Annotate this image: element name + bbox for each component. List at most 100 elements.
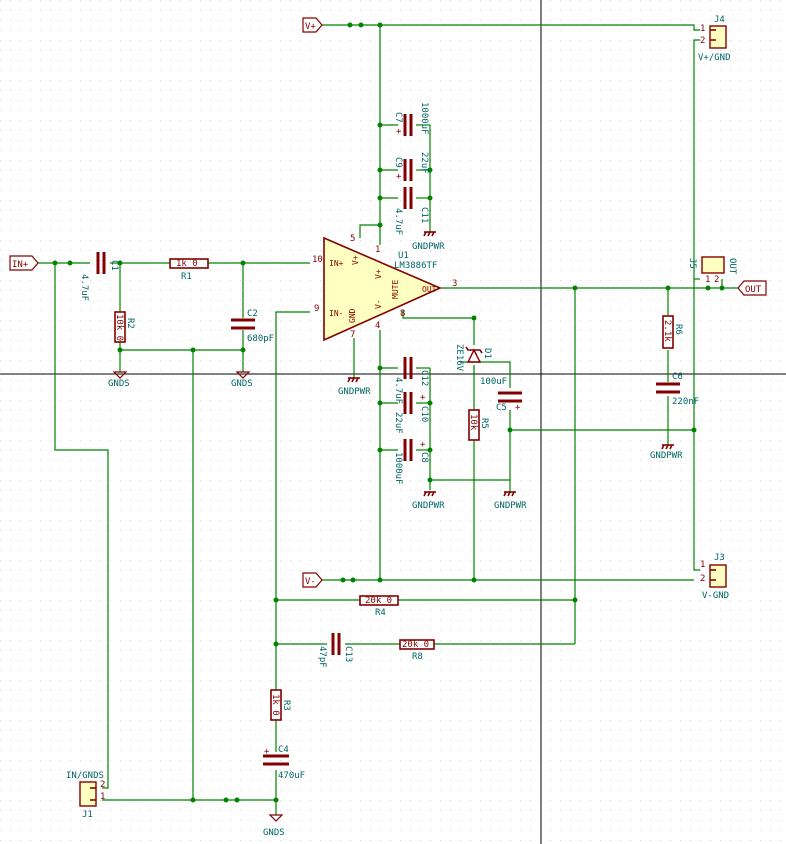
c6-value: 220nF	[672, 397, 699, 407]
capacitor-c1[interactable]: C1 4.7uF	[79, 252, 119, 301]
junction-dots	[52, 22, 725, 803]
connector-j1[interactable]: IN/GNDS J1 2 1	[66, 771, 105, 820]
j4-pin2: 2	[700, 36, 705, 46]
pin-num-5: 5	[350, 234, 355, 244]
r8-ref: R8	[412, 652, 423, 662]
c7-value: 1000uF	[419, 102, 429, 135]
c10-value: 22uF	[393, 412, 403, 434]
port-vminus[interactable]: V-	[302, 572, 323, 588]
j5-ref: J5	[687, 258, 697, 269]
gnds-symbol-c2: GNDS	[231, 371, 253, 389]
gndpwr-label-top: GNDPWR	[412, 242, 445, 252]
pin-num-8: 8	[400, 309, 405, 319]
resistor-r5[interactable]: 10k R5	[468, 409, 489, 441]
r1-ref: R1	[181, 272, 192, 282]
pin-label-vmr: V-	[374, 299, 383, 309]
resistor-r1[interactable]: 1k_0 R1	[169, 258, 209, 282]
c11-ref: C11	[419, 207, 429, 223]
c11-value: 4.7uF	[393, 208, 403, 235]
j3-value: V-GND	[702, 591, 729, 601]
c4-ref: C4	[278, 745, 289, 755]
gnds-label-r2: GNDS	[108, 379, 130, 389]
j5-value: OUT	[727, 258, 737, 275]
resistor-r3[interactable]: 1k_0 R3	[270, 689, 291, 721]
gndpwr-label-c6: GNDPWR	[650, 451, 683, 461]
r5-ref: R5	[479, 418, 489, 429]
opamp-u1[interactable]: IN+ IN- V+ V+ V- GND MUTE OUT U1 LM3886T…	[312, 234, 457, 342]
gndpwr-label-c8: GNDPWR	[412, 501, 445, 511]
j5-pin1: 1	[705, 275, 710, 285]
j4-ref: J4	[714, 15, 725, 25]
port-vplus[interactable]: V+	[302, 17, 323, 33]
r2-ref: R2	[125, 318, 135, 329]
connector-j5[interactable]: J5 OUT 1 2	[687, 256, 737, 285]
j1-pin2: 2	[100, 780, 105, 790]
capacitor-c8[interactable]: + C8 1000uF	[393, 439, 429, 485]
c9-value: 22uF	[419, 152, 429, 174]
connector-j4[interactable]: J4 V+/GND 1 2	[698, 15, 731, 63]
port-vplus-label: V+	[305, 22, 316, 32]
j3-pin2: 2	[700, 574, 705, 584]
port-vminus-label: V-	[305, 577, 316, 587]
capacitor-c13[interactable]: C13 47pF	[317, 633, 353, 668]
c8-value: 1000uF	[393, 452, 403, 485]
gnds-symbol-r2: GNDS	[108, 371, 130, 389]
j1-value: IN/GNDS	[66, 771, 104, 781]
capacitor-c6[interactable]: C6 220nF	[656, 372, 699, 407]
resistor-r8[interactable]: 20k_0 R8	[399, 639, 435, 662]
c12-ref: C12	[419, 370, 429, 386]
capacitor-c5[interactable]: + C5 100uF	[480, 377, 522, 413]
r4-ref: R4	[375, 608, 386, 618]
c4-value: 470uF	[278, 771, 305, 781]
opamp-value: LM3886TF	[394, 261, 437, 271]
c13-ref: C13	[343, 646, 353, 662]
r2-value: 10k_0	[114, 314, 124, 341]
c4-plus: +	[264, 747, 270, 757]
port-inplus[interactable]: IN+	[9, 255, 39, 271]
pin-label-inm: IN-	[329, 309, 343, 318]
r1-value: 1k_0	[176, 259, 198, 269]
wires	[38, 24, 738, 815]
c2-ref: C2	[247, 309, 258, 319]
c7-plus: +	[396, 127, 402, 137]
pin-num-4: 4	[375, 321, 380, 331]
j5-pin2: 2	[714, 275, 719, 285]
gnds-symbol-c4: GNDS	[263, 814, 285, 838]
pin-label-inp: IN+	[329, 259, 344, 268]
c1-ref: C1	[109, 260, 119, 271]
port-out[interactable]: OUT	[737, 280, 767, 296]
capacitor-c7[interactable]: + C7 1000uF	[393, 102, 429, 137]
r3-value: 1k_0	[270, 694, 280, 716]
resistor-r2[interactable]: 10k_0 R2	[114, 311, 135, 343]
capacitor-c12[interactable]: C12 4.7uF	[393, 357, 429, 404]
c12-value: 4.7uF	[393, 377, 403, 404]
gndpwr-symbol-c5: GNDPWR	[494, 491, 527, 511]
capacitor-c4[interactable]: + C4 470uF	[263, 745, 305, 781]
port-out-label: OUT	[745, 285, 762, 295]
opamp-ref: U1	[398, 251, 409, 261]
c10-ref: C10	[419, 406, 429, 422]
capacitor-c2[interactable]: C2 680pF	[231, 309, 274, 344]
gndpwr-symbol-opamp: GNDPWR	[338, 377, 371, 397]
pin-label-vpr: V+	[374, 269, 383, 279]
capacitor-c11[interactable]: C11 4.7uF	[393, 187, 429, 235]
pin-label-vp: V+	[351, 255, 360, 265]
pin-label-mute: MUTE	[391, 280, 400, 299]
r8-value: 20k_0	[402, 640, 429, 650]
j1-pin1: 1	[100, 792, 105, 802]
gndpwr-label-c5: GNDPWR	[494, 501, 527, 511]
pin-num-10: 10	[312, 255, 323, 265]
connector-j3[interactable]: J3 V-GND 1 2	[700, 553, 729, 601]
j4-value: V+/GND	[698, 53, 731, 63]
c8-ref: C8	[419, 452, 429, 463]
c2-value: 680pF	[247, 334, 274, 344]
j3-ref: J3	[714, 553, 725, 563]
resistor-r4[interactable]: 20k_0 R4	[359, 595, 399, 618]
zener-diode-d1[interactable]: D1 ZE16V	[454, 344, 492, 372]
j1-ref: J1	[82, 810, 93, 820]
capacitor-c9[interactable]: + C9 22uF	[393, 152, 429, 182]
resistor-r6[interactable]: 2.1k R6	[662, 315, 683, 349]
capacitor-c10[interactable]: + C10 22uF	[393, 392, 429, 434]
pin-num-1: 1	[375, 245, 380, 255]
